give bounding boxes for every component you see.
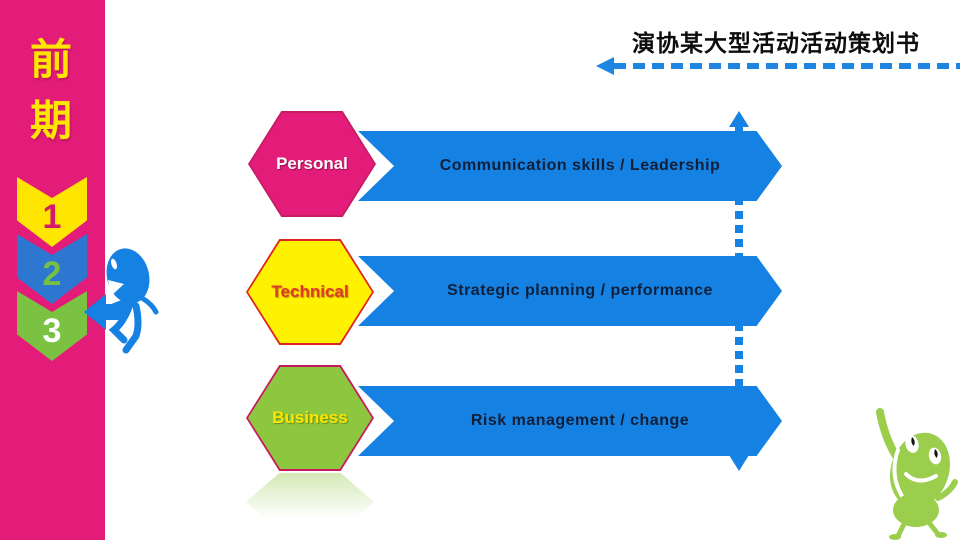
banner-text: Risk management / change [470,412,690,429]
dashed-arrow-head-icon [596,57,614,75]
banner-row-personal: Communication skills / Leadership [358,131,782,201]
blue-runner-mascot-icon [80,244,162,361]
hexagon-label: Personal [276,154,348,173]
hexagon-label: Technical [271,282,349,301]
step-number: 3 [42,312,62,350]
blue-runner-svg [84,248,159,354]
left-arrow-icon [84,294,126,330]
step-number: 1 [42,198,62,236]
hexagon-reflection [246,473,374,531]
banner-row-technical: Strategic planning / performance [358,256,782,326]
connector-down-arrow-icon [729,455,749,471]
slide-title: 演协某大型活动活动策划书 [632,30,920,56]
hexagon-technical: Technical [246,239,374,345]
dashed-arrow-left-icon [614,63,960,69]
banner-text: Strategic planning / performance [447,282,713,299]
hexagon-business: Business [246,365,374,471]
step-number: 2 [42,255,62,293]
green-greeter-svg [876,408,958,540]
phase-label: 前 期 [29,36,76,144]
connector-up-arrow-icon [729,111,749,127]
hexagon-personal: Personal [248,111,376,217]
hexagon-label: Business [272,408,348,427]
green-waving-mascot-icon [860,406,960,545]
banner-text: Communication skills / Leadership [439,157,721,174]
banner-row-business: Risk management / change [358,386,782,456]
